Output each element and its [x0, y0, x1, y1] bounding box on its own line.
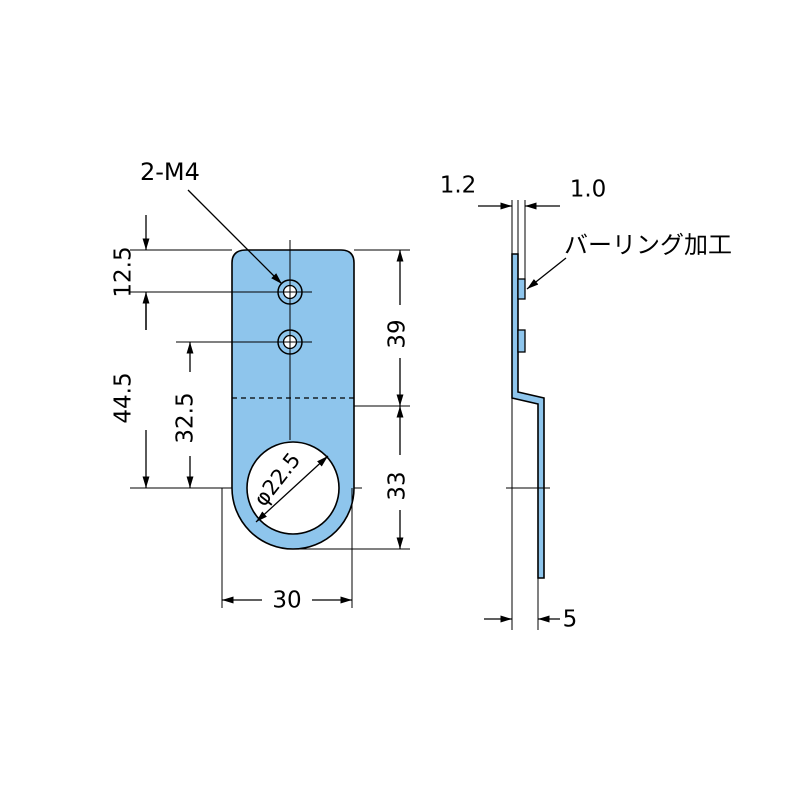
- hole-spec-label: 2-M4: [140, 158, 200, 186]
- burring-bump-2: [517, 329, 526, 353]
- dim-offset: 5: [563, 607, 578, 633]
- dim-thickness: 1.2: [440, 173, 477, 199]
- dim-upper-height: 39: [385, 319, 411, 348]
- process-note: バーリング加工: [564, 231, 732, 259]
- burring-bump-1: [517, 278, 526, 300]
- side-profile: [511, 253, 545, 579]
- dim-lower-height: 33: [385, 471, 411, 500]
- front-view: 12.5 44.5 32.5 39 33 30 φ22.5 2-M4: [111, 158, 411, 614]
- dim-burr: 1.0: [570, 177, 607, 203]
- dim-hole-center-2: 32.5: [173, 392, 199, 443]
- dim-top-offset: 12.5: [111, 246, 137, 297]
- dim-width: 30: [272, 588, 301, 614]
- side-view: 1.2 1.0 バーリング加工 5: [440, 173, 732, 633]
- dim-hole-center: 44.5: [111, 372, 137, 423]
